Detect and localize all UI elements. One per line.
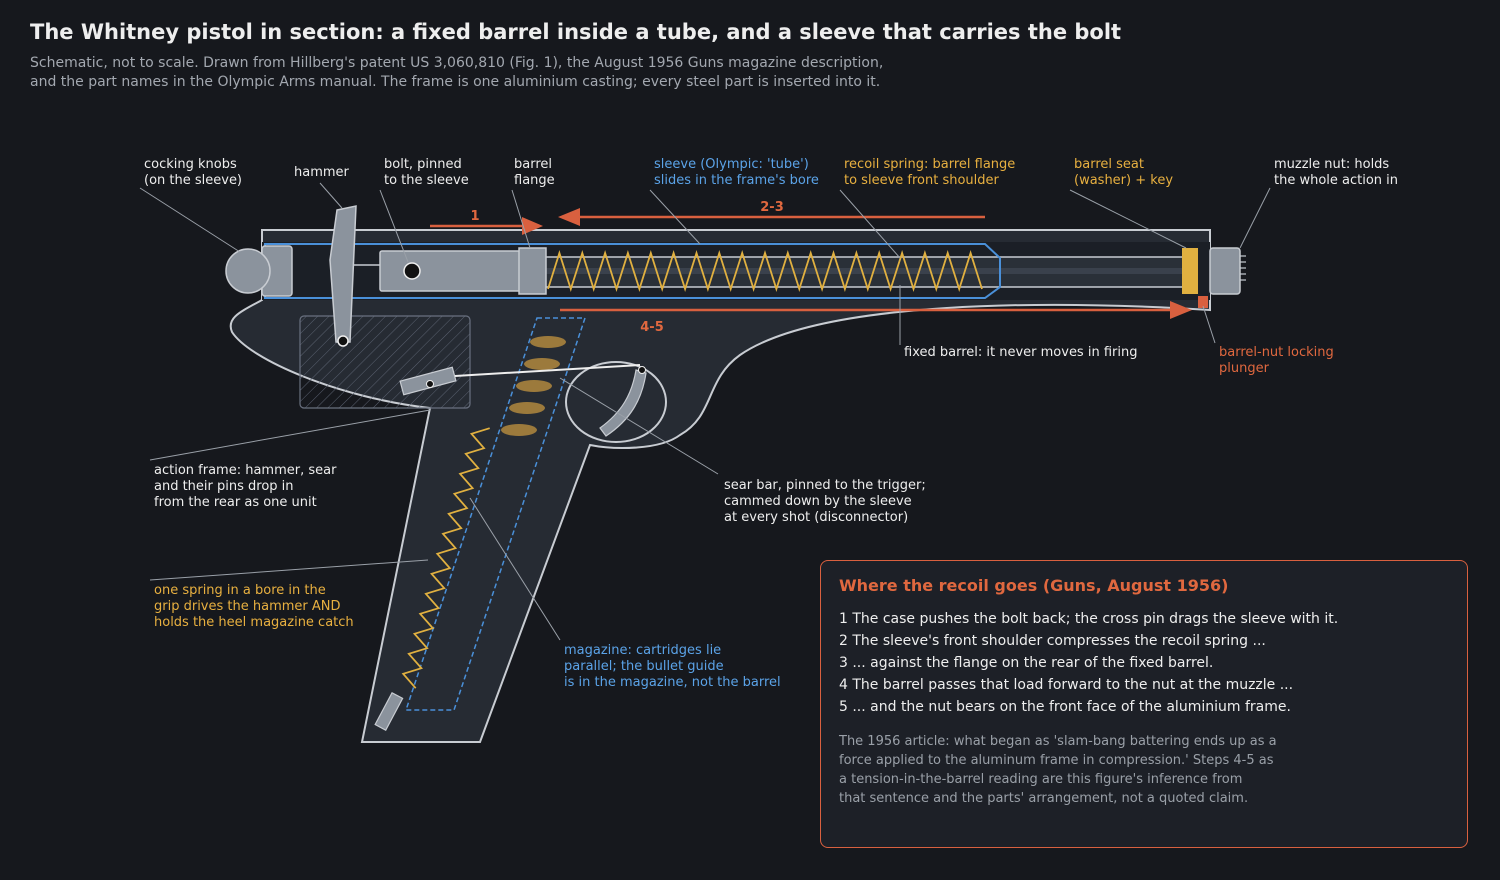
muzzle-nut-threads bbox=[1240, 255, 1246, 281]
note-step: 5 ... and the nut bears on the front fac… bbox=[839, 699, 1291, 715]
recoil-arrow-23 bbox=[558, 208, 985, 226]
leader-hammer bbox=[319, 182, 343, 209]
magazine bbox=[404, 317, 587, 711]
label-barrel-seat: barrel seat (washer) + key bbox=[1074, 157, 1173, 188]
cartridge bbox=[524, 358, 560, 370]
label-magazine: magazine: cartridges lie parallel; the b… bbox=[564, 643, 781, 690]
page-subtitle: Schematic, not to scale. Drawn from Hill… bbox=[30, 54, 883, 92]
subtitle-line: Schematic, not to scale. Drawn from Hill… bbox=[30, 55, 884, 71]
locking-plunger bbox=[1198, 296, 1208, 308]
note-quote-line: that sentence and the parts' arrangement… bbox=[839, 791, 1249, 806]
recoil-arrow-23-label: 2-3 bbox=[760, 200, 784, 215]
leader-sleeve bbox=[649, 189, 701, 245]
action-frame bbox=[299, 315, 471, 409]
magazine-catch bbox=[374, 691, 404, 731]
subtitle-line: and the part names in the Olympic Arms m… bbox=[30, 74, 881, 90]
label-locking-plunger: barrel-nut locking plunger bbox=[1219, 345, 1338, 376]
note-step: 1 The case pushes the bolt back; the cro… bbox=[839, 611, 1339, 627]
leader-barrel-seat bbox=[1069, 189, 1187, 249]
note-title: Where the recoil goes (Guns, August 1956… bbox=[839, 576, 1229, 595]
cocking-knob bbox=[225, 248, 271, 294]
label-recoil-spring: recoil spring: barrel flange to sleeve f… bbox=[844, 157, 1019, 188]
label-action-frame: action frame: hammer, sear and their pin… bbox=[154, 463, 341, 510]
label-bolt: bolt, pinned to the sleeve bbox=[384, 157, 469, 188]
cartridge bbox=[501, 424, 537, 436]
label-grip-spring: one spring in a bore in the grip drives … bbox=[154, 583, 354, 630]
label-muzzle-nut: muzzle nut: holds the whole action in bbox=[1274, 157, 1398, 188]
trigger-guard bbox=[565, 361, 667, 443]
frame-casting bbox=[229, 229, 1211, 743]
label-barrel-flange: barrel flange bbox=[514, 157, 556, 188]
label-sear-bar: sear bar, pinned to the trigger; cammed … bbox=[724, 478, 930, 525]
barrel-flange bbox=[518, 247, 547, 295]
barrel-seat-washer bbox=[1182, 248, 1198, 294]
trigger-pin bbox=[638, 366, 646, 374]
recoil-arrow-1-label: 1 bbox=[470, 209, 479, 224]
note-step: 2 The sleeve's front shoulder compresses… bbox=[839, 633, 1266, 649]
label-sleeve: sleeve (Olympic: 'tube') slides in the f… bbox=[654, 157, 819, 188]
cartridge bbox=[530, 336, 566, 348]
recoil-arrow-45-label: 4-5 bbox=[640, 320, 664, 335]
note-quote-line: The 1956 article: what began as 'slam-ba… bbox=[839, 734, 1277, 749]
leader-muzzle-nut bbox=[1239, 187, 1271, 249]
leader-recoil-spring bbox=[839, 189, 901, 259]
page-title: The Whitney pistol in section: a fixed b… bbox=[30, 20, 1122, 44]
recoil-arrow-1 bbox=[430, 217, 543, 235]
bolt bbox=[379, 250, 521, 292]
leader-locking-plunger bbox=[1202, 305, 1216, 344]
leader-bolt bbox=[379, 189, 409, 263]
note-step: 3 ... against the flange on the rear of … bbox=[839, 655, 1214, 671]
leader-action-frame bbox=[149, 409, 431, 461]
recoil-spring bbox=[547, 250, 983, 292]
leader-grip-spring bbox=[149, 559, 429, 581]
trigger bbox=[599, 369, 647, 437]
leader-barrel-flange bbox=[511, 189, 531, 249]
note-quote: The 1956 article: what began as 'slam-ba… bbox=[839, 732, 1449, 808]
label-cocking-knobs: cocking knobs (on the sleeve) bbox=[144, 157, 242, 188]
note-quote-line: a tension-in-the-barrel reading are this… bbox=[839, 772, 1243, 787]
leader-sear-bar bbox=[559, 377, 719, 475]
sleeve bbox=[264, 243, 1001, 299]
note-step: 4 The barrel passes that load forward to… bbox=[839, 677, 1294, 693]
muzzle-nut bbox=[1209, 247, 1241, 295]
sear-bar bbox=[454, 364, 641, 377]
sear-pin bbox=[426, 380, 434, 388]
hammer-pin bbox=[337, 335, 349, 347]
leader-magazine bbox=[469, 497, 561, 641]
cartridge bbox=[509, 402, 545, 414]
grip-spring bbox=[401, 427, 490, 689]
recoil-arrow-45 bbox=[560, 301, 1192, 319]
bolt-cross-pin bbox=[403, 262, 421, 280]
barrel-bore bbox=[530, 268, 1182, 274]
label-fixed-barrel: fixed barrel: it never moves in firing bbox=[904, 345, 1137, 360]
cartridge-stack bbox=[501, 336, 566, 436]
label-hammer: hammer bbox=[294, 165, 350, 180]
note-quote-line: force applied to the aluminum frame in c… bbox=[839, 753, 1274, 768]
cartridge bbox=[516, 380, 552, 392]
leader-cocking-knobs bbox=[139, 187, 241, 253]
recoil-path-note: Where the recoil goes (Guns, August 1956… bbox=[820, 560, 1468, 848]
